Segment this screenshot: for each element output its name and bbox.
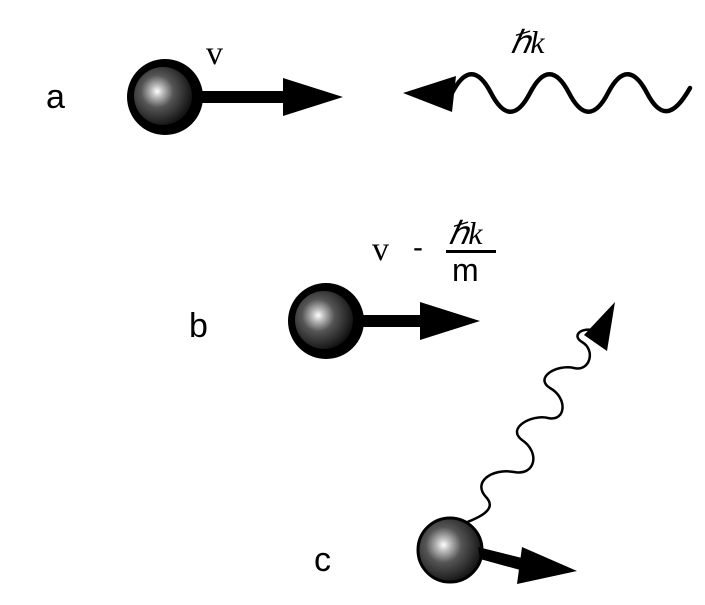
panel-b-atom <box>288 283 364 359</box>
panel-b-fraction-denominator: m <box>452 252 479 288</box>
panel-b-velocity-arrow <box>358 302 480 340</box>
panel-c-emitted-photon-wave <box>450 328 594 530</box>
panel-a-velocity-label: v <box>206 35 223 72</box>
panel-b-fraction-numerator: ℏk <box>448 215 483 251</box>
panel-a-photon-label: ℏk <box>510 24 545 60</box>
panel-a-photon-wave <box>449 72 693 114</box>
panel-a-velocity-arrow <box>198 78 343 116</box>
panel-a-photon-arrowhead <box>403 76 456 112</box>
panel-c-label: c <box>314 541 331 579</box>
panel-a: a v ℏk <box>46 24 693 135</box>
panel-a-label: a <box>46 78 65 116</box>
panel-b-fraction-bar <box>446 250 496 253</box>
panel-c: c <box>314 302 615 584</box>
panel-c-recoil-arrow <box>478 547 577 584</box>
panel-b-label: b <box>189 307 208 345</box>
panel-b: b v - ℏk m <box>189 215 496 359</box>
panel-a-atom <box>127 59 203 135</box>
panel-c-emitted-photon-arrowhead <box>584 302 615 351</box>
panel-b-velocity-prefix: v <box>372 231 389 268</box>
panel-b-velocity-expression: v - ℏk m <box>372 215 496 288</box>
panel-b-minus-sign: - <box>413 231 423 264</box>
panel-c-atom <box>416 516 484 584</box>
